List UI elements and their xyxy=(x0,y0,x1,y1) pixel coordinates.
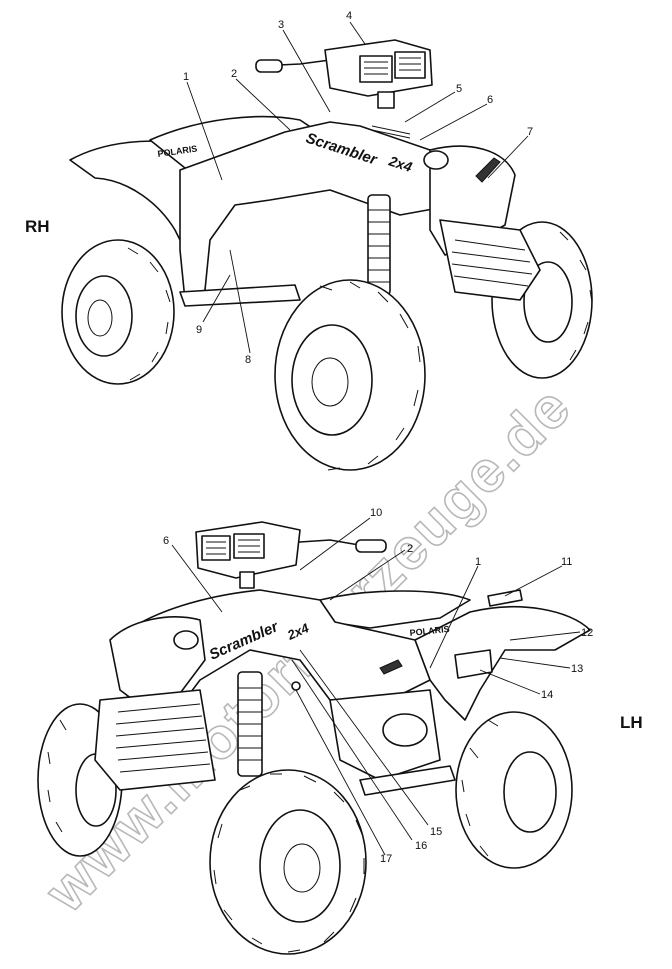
callout-rh-7: 7 xyxy=(527,126,533,138)
model-suffix-decal-rh: 2x4 xyxy=(386,152,414,175)
rear-wheel-lh xyxy=(455,711,573,869)
callout-lh-16: 16 xyxy=(415,840,427,852)
headlight-pod-lh xyxy=(195,521,301,589)
callout-rh-9: 9 xyxy=(196,324,202,336)
side-label-lh: LH xyxy=(620,713,643,732)
callout-numbers-lh: 10 2 6 1 11 12 13 14 15 16 17 xyxy=(163,507,593,865)
rear-fender-lh xyxy=(414,606,591,721)
callout-lh-14: 14 xyxy=(541,689,553,701)
handlebar-grip-rh xyxy=(255,59,283,73)
callout-lh-10: 10 xyxy=(370,507,382,519)
callout-lh-13: 13 xyxy=(571,663,583,675)
polaris-decal-lh: POLARIS xyxy=(409,624,450,638)
callout-rh-4: 4 xyxy=(346,10,352,22)
callout-rh-8: 8 xyxy=(245,354,251,366)
atv-right-side-view: POLARIS Scrambler 2x4 xyxy=(61,39,593,471)
headlight-pod-rh xyxy=(324,39,433,109)
rear-wheel-rh xyxy=(61,239,175,385)
callout-rh-1: 1 xyxy=(183,71,189,83)
handlebar-grip-lh xyxy=(355,539,387,553)
callout-leaders-rh xyxy=(186,21,529,354)
side-label-rh: RH xyxy=(25,217,50,236)
front-wheel-lh xyxy=(209,769,367,955)
callout-rh-6: 6 xyxy=(487,94,493,106)
callout-rh-5: 5 xyxy=(456,83,462,95)
callout-lh-11: 11 xyxy=(561,556,572,568)
front-wheel-rh xyxy=(274,279,426,471)
atv-left-side-view: POLARIS Scrambler 2x4 xyxy=(37,521,591,955)
callout-lh-15: 15 xyxy=(430,826,442,838)
callout-lh-12: 12 xyxy=(581,627,593,639)
callout-lh-17: 17 xyxy=(380,853,392,865)
callout-leaders-lh xyxy=(171,517,581,856)
callout-lh-6: 6 xyxy=(163,535,169,547)
callout-lh-2: 2 xyxy=(407,543,413,555)
callout-rh-2: 2 xyxy=(231,68,237,80)
callout-rh-3: 3 xyxy=(278,19,284,31)
seat-lh xyxy=(319,590,471,629)
callout-numbers-rh: 1 2 3 4 5 6 7 8 9 xyxy=(183,10,533,366)
callout-lh-1: 1 xyxy=(475,556,481,568)
